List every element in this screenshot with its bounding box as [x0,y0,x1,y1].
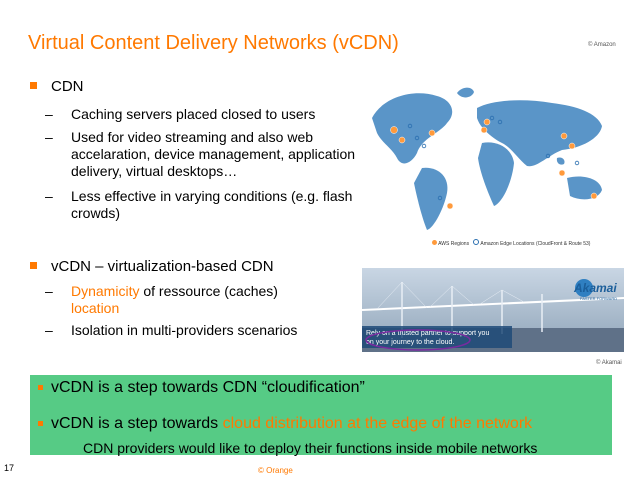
akamai-tagline: FASTER FORWARD [580,296,617,301]
summary-line-2: vCDN is a step towards cloud distributio… [38,415,532,433]
dynamicity-highlight: Dynamicity [71,283,140,299]
dash-icon: – [45,129,53,145]
slide-title: Virtual Content Delivery Networks (vCDN) [28,32,399,54]
banner-line-2: on your journey to the cloud. [366,339,454,346]
bullet-icon [38,421,43,427]
dash-icon: – [45,283,53,299]
world-map-image [372,87,602,230]
cloud-distribution-highlight: cloud distribution at the edge of the ne… [222,415,533,432]
page-number: 17 [4,463,15,473]
cdn-bullet: CDN [30,78,84,95]
dash-icon: – [45,106,53,122]
dash-icon: – [45,188,53,204]
cdn-item-1: – Caching servers placed closed to users [45,106,316,122]
summary-box: vCDN is a step towards CDN “cloudificati… [30,375,612,456]
vcdn-item-1: – Dynamicity of ressource (caches)locati… [45,283,278,316]
square-bullet-icon [30,81,37,89]
square-bullet-icon [30,261,37,269]
amazon-credit: © Amazon [588,42,616,48]
vcdn-bullet: vCDN – virtualization-based CDN [30,258,274,275]
dash-icon: – [45,322,53,338]
summary-subline: CDN providers would like to deploy their… [83,440,538,456]
edge-dot-icon [473,239,480,245]
legend-regions: AWS Regions [438,241,470,247]
cdn-heading: CDN [51,78,84,95]
vcdn-item-2: – Isolation in multi-providers scenarios [45,322,298,338]
vcdn-heading: vCDN – virtualization-based CDN [51,258,274,275]
summary-line-1: vCDN is a step towards CDN “cloudificati… [38,379,365,397]
legend-edge: Amazon Edge Locations (CloudFront & Rout… [480,241,591,247]
akamai-credit: © Akamai [596,360,622,366]
cdn-item-2: – Used for video streaming and also web … [45,129,356,179]
region-dot-icon [432,240,437,245]
akamai-logo: Akamai [573,281,617,295]
bullet-icon [38,385,43,391]
akamai-banner-image: Akamai FASTER FORWARD Rely on a trusted … [362,268,624,352]
banner-line-1: Rely on a trusted partner to support you [366,330,489,337]
map-legend: AWS Regions Amazon Edge Locations (Cloud… [432,239,590,247]
cdn-item-3: – Less effective in varying conditions (… [45,188,353,221]
footer-copyright: © Orange [258,466,293,475]
